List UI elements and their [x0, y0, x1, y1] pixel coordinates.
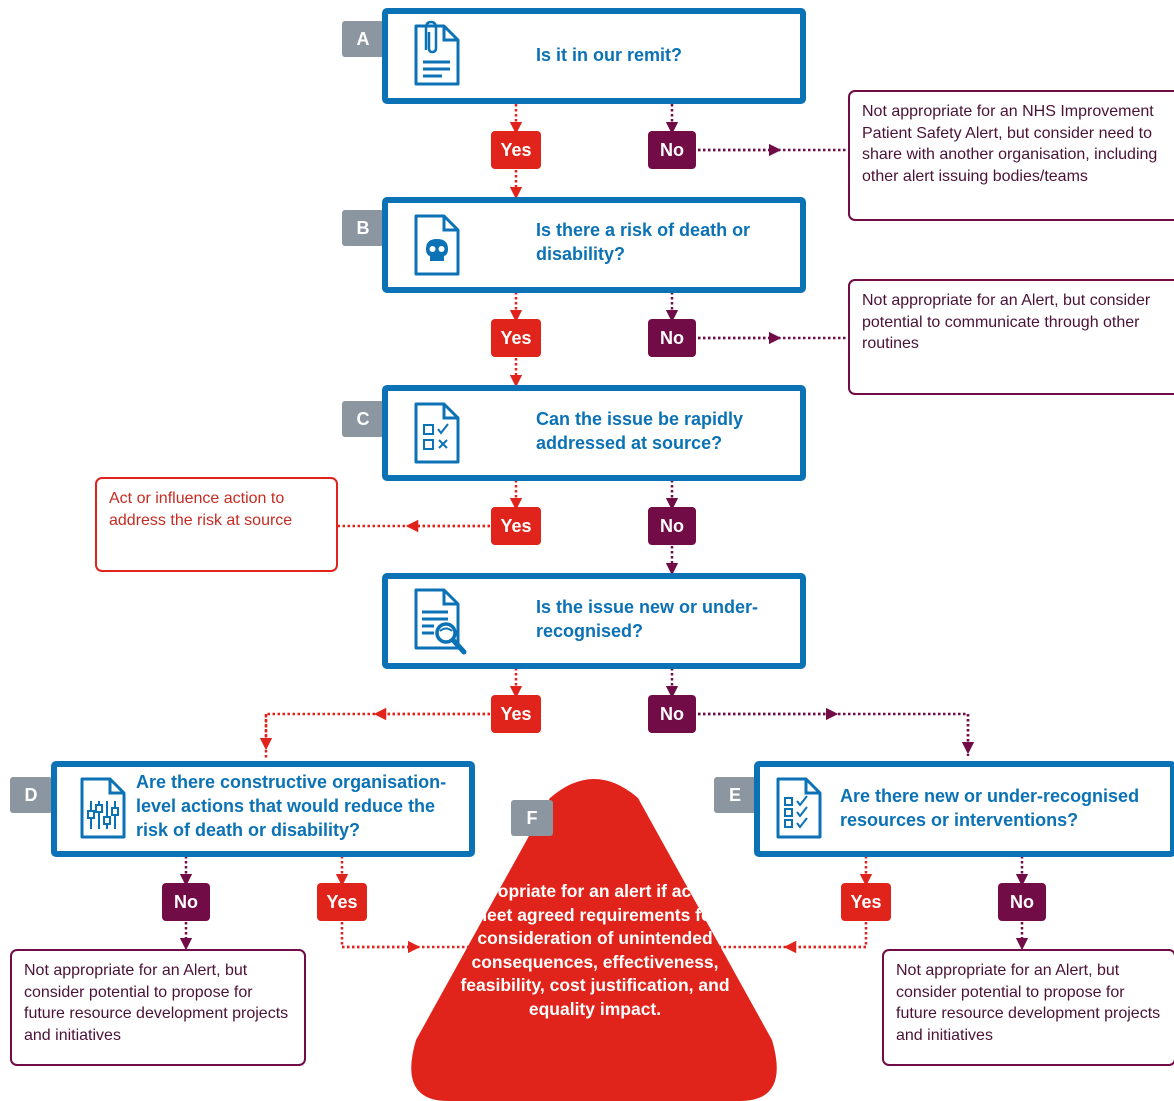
step-d-question: Are there constructive organisation-leve… [136, 772, 447, 840]
step-a-yes-label: Yes [491, 131, 541, 169]
step-e-tag: E [714, 777, 756, 813]
step-b-no-outcome: Not appropriate for an Alert, but consid… [848, 279, 1174, 395]
step-new-no-label: No [648, 695, 696, 733]
step-f-outcome-text: Appropriate for an alert if actions meet… [456, 881, 734, 1019]
step-f-tag: F [511, 800, 553, 836]
step-c-tag: C [342, 401, 384, 437]
step-e-question: Are there new or under-recognised resour… [840, 786, 1140, 830]
magnifier-document-icon [414, 588, 467, 655]
step-b-yes-label: Yes [491, 319, 541, 357]
step-c-yes-label: Yes [491, 507, 541, 545]
step-c-question: Can the issue be rapidly addressed at so… [536, 409, 744, 453]
step-b-tag: B [342, 210, 384, 246]
step-d-no-outcome: Not appropriate for an Alert, but consid… [10, 949, 306, 1066]
skull-document-icon [414, 214, 460, 276]
step-d-tag: D [10, 777, 52, 813]
step-c-yes-outcome: Act or influence action to address the r… [95, 477, 338, 572]
sliders-document-icon [80, 777, 126, 839]
checklist-document-icon [414, 402, 460, 464]
step-b-no-label: No [648, 319, 696, 357]
step-new-yes-label: Yes [491, 695, 541, 733]
checklist-document-icon [776, 777, 822, 839]
step-a-tag: A [342, 21, 384, 57]
step-a-no-label: No [648, 131, 696, 169]
step-a-question: Is it in our remit? [536, 45, 683, 65]
step-e-yes-label: Yes [841, 883, 891, 921]
step-a-box [382, 8, 806, 104]
step-e-no-outcome: Not appropriate for an Alert, but consid… [882, 949, 1174, 1066]
step-c-no-label: No [648, 507, 696, 545]
step-new-question: Is the issue new or under-recognised? [536, 597, 759, 641]
step-e-box [754, 761, 1174, 857]
step-a-no-outcome: Not appropriate for an NHS Improvement P… [848, 90, 1174, 221]
paperclip-document-icon [414, 20, 460, 86]
step-d-no-label: No [162, 883, 210, 921]
step-e-no-label: No [998, 883, 1046, 921]
step-d-yes-label: Yes [317, 883, 367, 921]
step-b-question: Is there a risk of death or disability? [536, 220, 751, 264]
outcome-f-triangle [411, 779, 777, 1101]
